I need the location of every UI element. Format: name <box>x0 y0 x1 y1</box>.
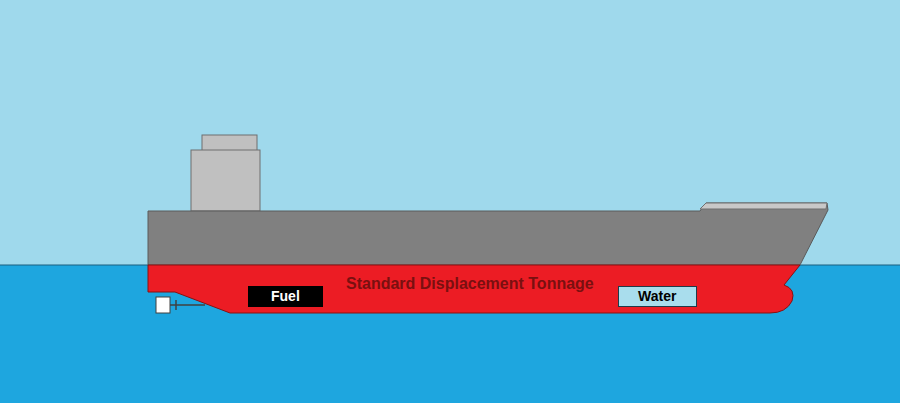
sky <box>0 0 900 265</box>
hull-band: Standard Displacement TonnageFuel Water <box>148 265 803 313</box>
sea <box>0 265 900 403</box>
hull-shape <box>148 265 800 313</box>
tank-label: Fuel <box>271 288 300 305</box>
upper-hull <box>148 203 828 265</box>
superstructure <box>191 150 260 211</box>
fuel-tank: Fuel <box>248 286 323 307</box>
propeller <box>175 300 177 310</box>
funnel <box>202 135 257 151</box>
forecastle-deck <box>700 203 827 209</box>
rudder <box>156 297 170 313</box>
water-tank: Water <box>618 286 697 307</box>
tank-label: Water <box>638 288 676 305</box>
hull-label: Standard Displacement Tonnage <box>346 274 594 293</box>
